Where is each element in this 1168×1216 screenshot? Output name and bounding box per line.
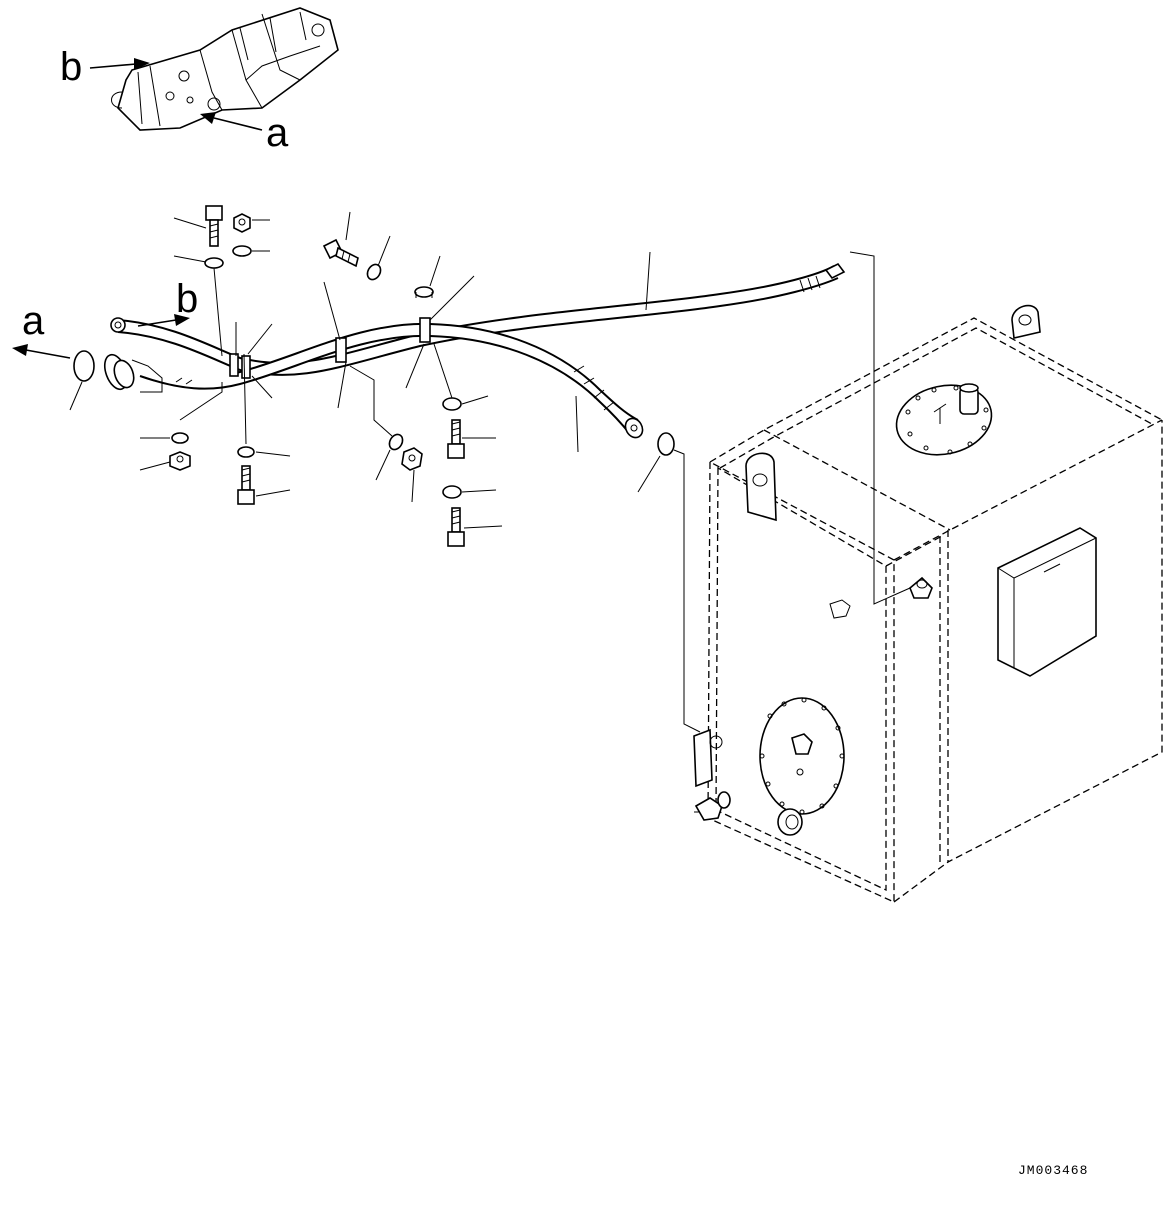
- bolt-right-1: [447, 419, 465, 459]
- tank-lifting-eye-front: [745, 452, 777, 522]
- washer-center-left-2: [237, 446, 255, 458]
- label-a-top: a: [266, 111, 289, 155]
- washer-center-left-1: [171, 432, 189, 444]
- hose-inlet-large: [103, 353, 232, 393]
- washer-right-1: [442, 397, 462, 411]
- o-ring-left: [73, 350, 95, 382]
- o-ring-right: [657, 432, 675, 456]
- pump-assembly: [111, 7, 339, 131]
- hose-end-fitting-left: [110, 317, 126, 333]
- clip-top: [414, 286, 434, 298]
- washer-right-2: [442, 485, 462, 499]
- bolt-right-2: [447, 507, 465, 547]
- tank-front-cover: [759, 697, 845, 815]
- leader-lines: [69, 211, 911, 733]
- tank-drain-plug: [777, 808, 803, 836]
- washer-top-left-1: [232, 245, 252, 257]
- tank-breather: [959, 383, 979, 415]
- hose-clamp-middle: [335, 337, 347, 363]
- washer-middle: [388, 433, 404, 451]
- drawing-code: JM003468: [1018, 1163, 1088, 1178]
- tank-drain-valve: [694, 791, 731, 821]
- tank-top-cover: [895, 384, 993, 456]
- hose-return-end-fitting: [624, 417, 644, 439]
- tank-lifting-eye-top: [1011, 304, 1041, 339]
- nut-middle: [401, 447, 423, 471]
- hose-clamp-left: [229, 353, 251, 379]
- bolt-top-left: [205, 205, 223, 247]
- label-a-left: a: [22, 299, 45, 343]
- washer-angled-top: [366, 263, 382, 281]
- nut-center-left: [169, 451, 191, 471]
- arrow-b-top: [89, 58, 150, 70]
- tank-elbow-fitting: [909, 576, 933, 599]
- hose-clamp-right: [419, 317, 431, 343]
- nut-top-left: [233, 213, 251, 233]
- tank-side-panel: [997, 527, 1097, 677]
- hose-end-fitting-right: [824, 262, 846, 280]
- bolt-angled-top: [322, 238, 359, 268]
- arrow-b-left: [137, 314, 190, 327]
- tank-bracket: [693, 728, 723, 788]
- tank-level-gauge: [829, 599, 851, 619]
- hose-main: [117, 265, 839, 376]
- label-b-top: b: [60, 45, 82, 89]
- hydraulic-tank: [707, 317, 1163, 904]
- bolt-center-left: [237, 465, 255, 505]
- label-b-left: b: [176, 277, 198, 321]
- arrow-a-top: [200, 112, 263, 131]
- arrow-a-left: [12, 344, 71, 359]
- washer-top-left-2: [204, 257, 224, 269]
